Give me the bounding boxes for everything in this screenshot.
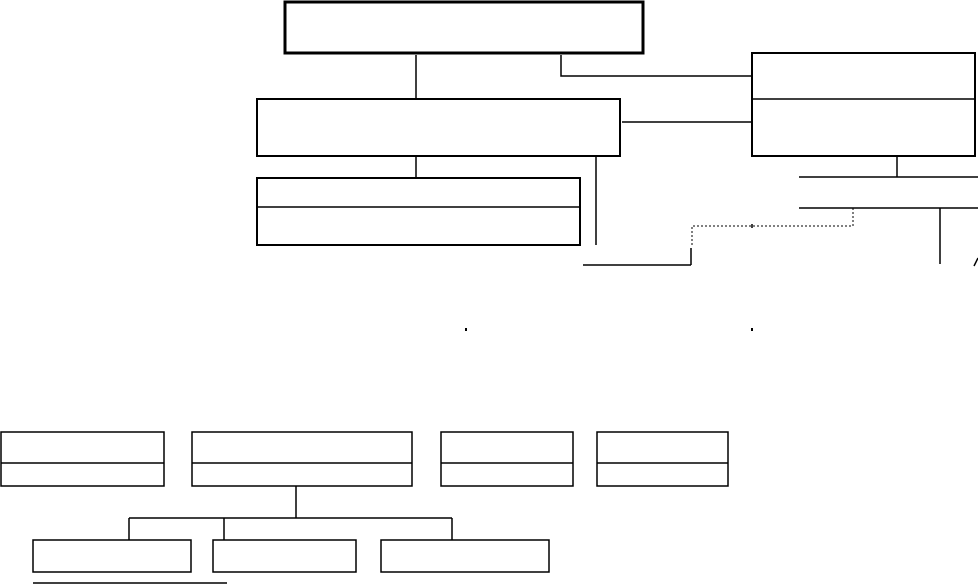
bottom-box-2 xyxy=(191,431,413,487)
second-level-center-box xyxy=(256,98,621,157)
small-mark-left xyxy=(465,328,467,331)
bottom-box-4 xyxy=(596,431,729,487)
connector-top-to-right xyxy=(560,55,752,77)
child-box-1 xyxy=(32,539,192,573)
top-box xyxy=(283,0,645,55)
dotted-connector xyxy=(691,208,854,246)
bottom-box-1 xyxy=(0,431,165,487)
connector-right-edge-stub xyxy=(973,257,978,267)
child-box-2 xyxy=(212,539,357,573)
right-split-box xyxy=(751,52,976,157)
bottom-box-3 xyxy=(440,431,574,487)
small-mark-right xyxy=(751,328,753,331)
third-level-split-box xyxy=(256,177,581,246)
child-box-3 xyxy=(380,539,550,573)
